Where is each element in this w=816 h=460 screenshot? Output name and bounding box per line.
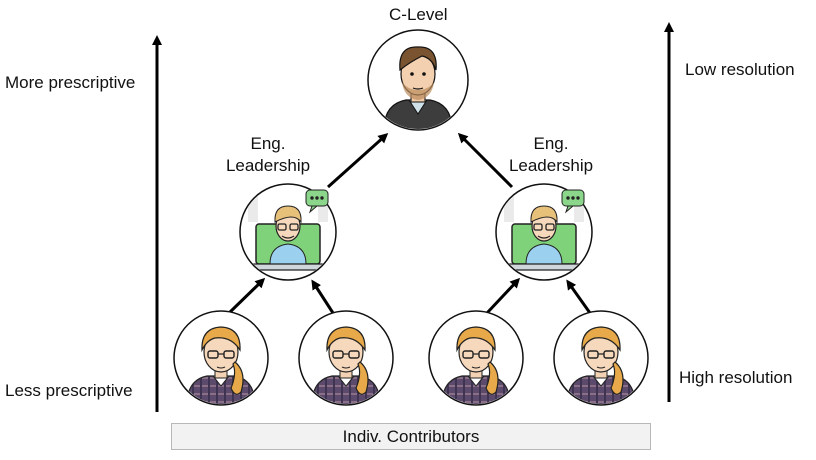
manager-laptop-icon [496, 184, 592, 280]
manager-laptop-icon [240, 184, 336, 280]
woman-avatar-icon [429, 311, 523, 405]
arrow-left-leader-to-clevel [326, 132, 389, 189]
arrow-ic3-to-right-leader [485, 277, 521, 315]
right-leader-label-line2: Leadership [508, 156, 594, 175]
man-avatar-icon [368, 30, 468, 130]
arrow-ic1-to-left-leader [226, 277, 266, 316]
arrow-ic4-to-right-leader [566, 279, 592, 314]
left-leader-label: Eng. Leadership [208, 133, 328, 177]
more-prescriptive-label: More prescriptive [5, 73, 136, 92]
high-resolution-label: High resolution [679, 368, 793, 387]
right-leader-label: Eng. Leadership [491, 133, 611, 177]
arrow-right-leader-to-clevel [457, 132, 514, 189]
woman-avatar-icon [554, 311, 648, 405]
clevel-label: C-Level [389, 5, 448, 24]
indiv-contributors-bar: Indiv. Contributors [171, 423, 651, 450]
arrow-ic2-to-left-leader [311, 279, 335, 314]
woman-avatar-icon [174, 311, 268, 405]
left-leader-label-line1: Eng. [250, 134, 286, 153]
low-resolution-label: Low resolution [685, 60, 795, 79]
less-prescriptive-label: Less prescriptive [5, 381, 133, 400]
left-leader-label-line2: Leadership [225, 156, 311, 175]
right-leader-label-line1: Eng. [533, 134, 569, 153]
woman-avatar-icon [299, 311, 393, 405]
